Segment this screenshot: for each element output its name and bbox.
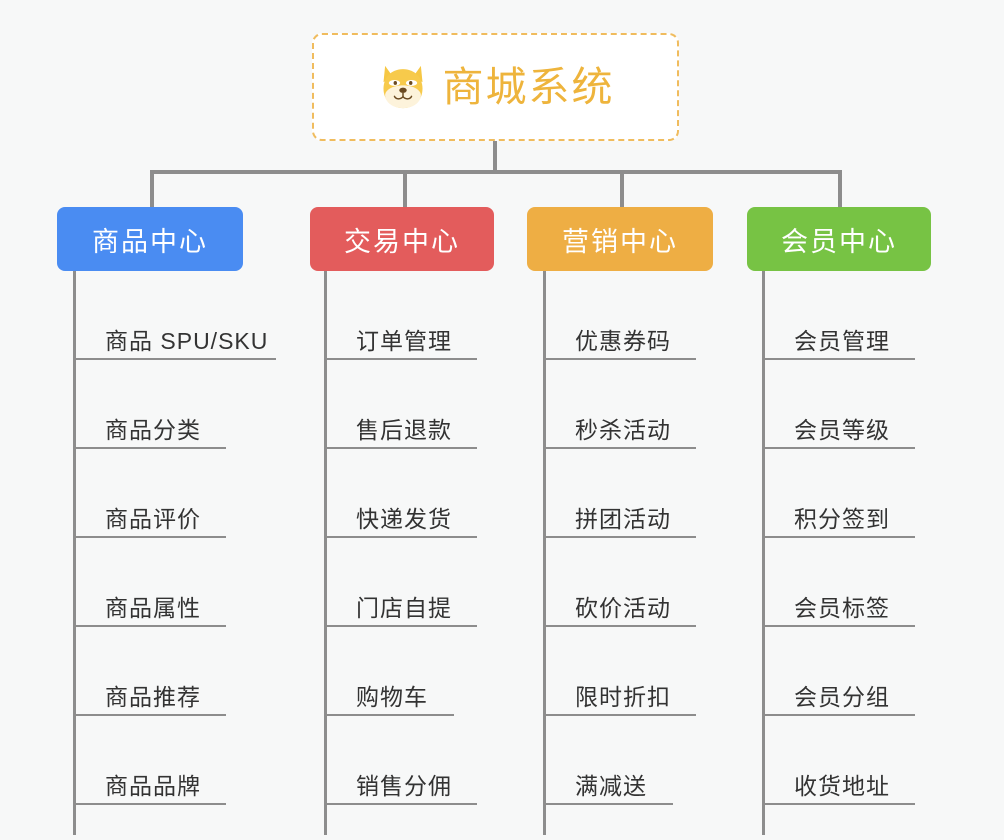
leaf-underline <box>762 803 915 805</box>
leaf-underline <box>324 803 477 805</box>
connector-drop-4 <box>838 170 842 210</box>
leaf-underline <box>324 358 477 360</box>
leaf-label: 优惠券码 <box>575 327 671 354</box>
leaf-label: 积分签到 <box>794 505 890 532</box>
leaf-label: 门店自提 <box>356 594 452 621</box>
category-label-2: 交易中心 <box>344 226 460 257</box>
list-item[interactable]: 销售分佣 <box>324 716 477 805</box>
list-item[interactable]: 拼团活动 <box>543 449 696 538</box>
category-label-4: 会员中心 <box>781 226 897 257</box>
leaf-underline <box>762 447 915 449</box>
leaf-label: 拼团活动 <box>575 505 671 532</box>
leaf-label: 秒杀活动 <box>575 416 671 443</box>
leaf-label: 销售分佣 <box>356 772 452 799</box>
list-item[interactable]: 商品评价 <box>73 449 268 538</box>
list-item[interactable]: 商品属性 <box>73 538 268 627</box>
leaf-column-3: 优惠券码 秒杀活动 拼团活动 砍价活动 限时折扣 满减送 <box>543 271 696 835</box>
leaf-label: 收货地址 <box>794 772 890 799</box>
leaf-label: 快递发货 <box>356 505 452 532</box>
list-item[interactable]: 砍价活动 <box>543 538 696 627</box>
category-label-1: 商品中心 <box>92 226 208 257</box>
connector-drop-1 <box>150 170 154 210</box>
leaf-spine-1 <box>73 271 76 835</box>
leaf-underline <box>543 625 696 627</box>
category-box-1[interactable]: 商品中心 <box>57 207 243 271</box>
leaf-underline <box>73 714 226 716</box>
leaf-spine-3 <box>543 271 546 835</box>
leaf-column-2: 订单管理 售后退款 快递发货 门店自提 购物车 销售分佣 <box>324 271 477 835</box>
leaf-underline <box>543 447 696 449</box>
shiba-dog-face-icon <box>383 65 422 109</box>
list-item[interactable]: 会员等级 <box>762 360 915 449</box>
root-node[interactable]: 商城系统 <box>312 33 679 141</box>
list-item[interactable]: 商品品牌 <box>73 716 268 805</box>
leaf-underline <box>543 358 696 360</box>
connector-root-stem <box>493 141 497 173</box>
leaf-label: 商品评价 <box>105 505 201 532</box>
leaf-label: 售后退款 <box>356 416 452 443</box>
leaf-underline <box>73 447 226 449</box>
leaf-label: 商品品牌 <box>105 772 201 799</box>
connector-horizontal-bar <box>150 170 840 174</box>
leaf-label: 商品分类 <box>105 416 201 443</box>
leaf-label: 会员分组 <box>794 683 890 710</box>
list-item[interactable]: 秒杀活动 <box>543 360 696 449</box>
leaf-label: 会员管理 <box>794 327 890 354</box>
leaf-label: 购物车 <box>356 683 428 710</box>
list-item[interactable]: 收货地址 <box>762 716 915 805</box>
leaf-underline <box>73 358 276 360</box>
leaf-underline <box>73 536 226 538</box>
leaf-underline <box>324 536 477 538</box>
leaf-spine-2 <box>324 271 327 835</box>
leaf-label: 商品 SPU/SKU <box>105 327 269 354</box>
root-title: 商城系统 <box>442 63 615 110</box>
list-item[interactable]: 售后退款 <box>324 360 477 449</box>
leaf-underline <box>73 625 226 627</box>
leaf-column-4: 会员管理 会员等级 积分签到 会员标签 会员分组 收货地址 <box>762 271 915 835</box>
leaf-label: 满减送 <box>575 772 647 799</box>
list-item[interactable]: 购物车 <box>324 627 454 716</box>
list-item[interactable]: 商品分类 <box>73 360 268 449</box>
leaf-column-1: 商品 SPU/SKU 商品分类 商品评价 商品属性 商品推荐 商品品牌 <box>73 271 276 835</box>
leaf-label: 砍价活动 <box>575 594 671 621</box>
list-item[interactable]: 门店自提 <box>324 538 477 627</box>
leaf-label: 会员标签 <box>794 594 890 621</box>
list-item[interactable]: 会员分组 <box>762 627 915 716</box>
category-box-2[interactable]: 交易中心 <box>310 207 494 271</box>
connector-drop-2 <box>403 170 407 210</box>
leaf-underline <box>324 625 477 627</box>
category-box-3[interactable]: 营销中心 <box>527 207 713 271</box>
category-label-3: 营销中心 <box>562 226 678 257</box>
connector-drop-3 <box>620 170 624 210</box>
leaf-underline <box>73 803 226 805</box>
leaf-label: 商品推荐 <box>105 683 201 710</box>
leaf-spine-4 <box>762 271 765 835</box>
list-item[interactable]: 商品 SPU/SKU <box>73 271 276 360</box>
list-item[interactable]: 积分签到 <box>762 449 915 538</box>
leaf-underline <box>324 447 477 449</box>
list-item[interactable]: 会员标签 <box>762 538 915 627</box>
leaf-label: 订单管理 <box>356 327 452 354</box>
leaf-underline <box>762 714 915 716</box>
leaf-underline <box>543 714 696 716</box>
list-item[interactable]: 订单管理 <box>324 271 477 360</box>
list-item[interactable]: 限时折扣 <box>543 627 696 716</box>
leaf-label: 限时折扣 <box>575 683 671 710</box>
list-item[interactable]: 会员管理 <box>762 271 915 360</box>
leaf-label: 会员等级 <box>794 416 890 443</box>
leaf-label: 商品属性 <box>105 594 201 621</box>
list-item[interactable]: 快递发货 <box>324 449 477 538</box>
list-item[interactable]: 优惠券码 <box>543 271 696 360</box>
leaf-underline <box>324 714 454 716</box>
category-box-4[interactable]: 会员中心 <box>747 207 931 271</box>
list-item[interactable]: 商品推荐 <box>73 627 268 716</box>
leaf-underline <box>762 358 915 360</box>
leaf-underline <box>543 536 696 538</box>
list-item[interactable]: 满减送 <box>543 716 673 805</box>
leaf-underline <box>762 625 915 627</box>
leaf-underline <box>762 536 915 538</box>
leaf-underline <box>543 803 673 805</box>
